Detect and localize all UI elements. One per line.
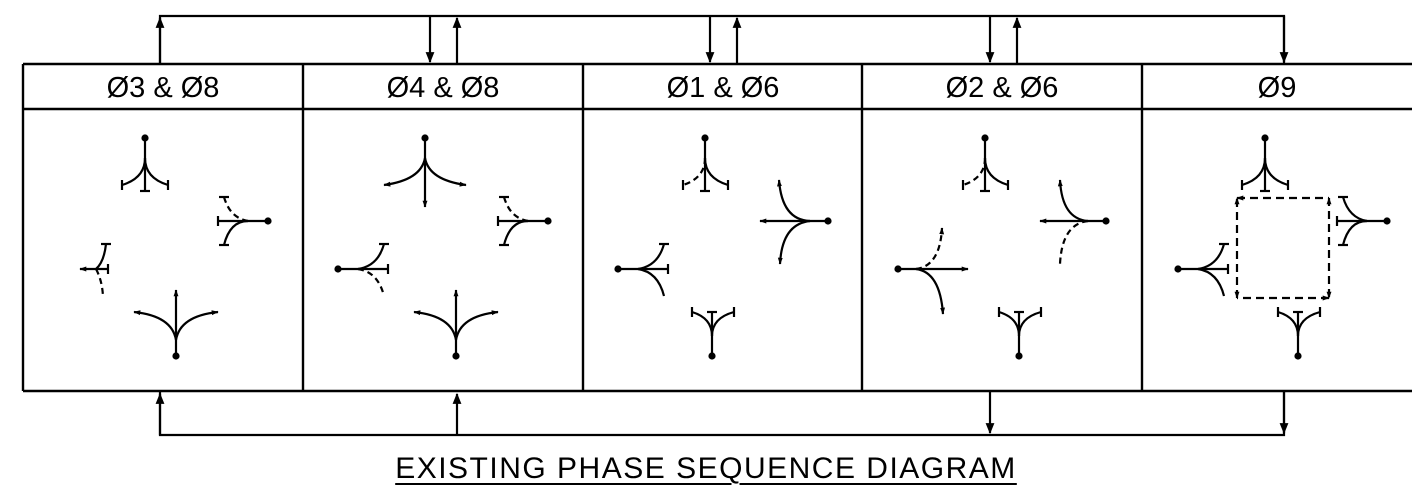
phase-1-movements — [79, 134, 272, 360]
south-approach-2 — [413, 289, 499, 360]
west-approach-3 — [614, 242, 670, 297]
north-approach-3 — [681, 134, 730, 193]
clearance-loop — [1234, 195, 1332, 301]
east-approach-1 — [216, 195, 272, 247]
south-approach-5 — [1276, 307, 1322, 360]
phase-5-movements — [1174, 134, 1391, 360]
bottom-bus-outer-line — [158, 392, 1286, 437]
south-approach-3 — [690, 307, 736, 360]
diagram-title-text: EXISTING PHASE SEQUENCE DIAGRAM — [395, 452, 1017, 485]
west-approach-1 — [79, 242, 111, 297]
north-approach-5 — [1240, 134, 1290, 193]
north-approach-1 — [120, 134, 170, 193]
phase-header-1: Ø3 & Ø8 — [107, 72, 220, 104]
diagram-title: EXISTING PHASE SEQUENCE DIAGRAM — [0, 452, 1412, 486]
south-approach-1 — [133, 289, 219, 360]
north-approach-2 — [383, 134, 467, 208]
phase-3-movements — [614, 134, 832, 360]
top-sequence-bus — [155, 14, 1289, 64]
west-approach-2 — [334, 242, 390, 297]
east-approach-3 — [759, 179, 832, 265]
phase-2-movements — [334, 134, 552, 360]
east-approach-5 — [1335, 195, 1391, 247]
west-approach-4 — [894, 227, 969, 315]
phase-table — [21, 62, 1412, 393]
south-approach-4 — [997, 307, 1043, 360]
west-approach-5 — [1174, 242, 1230, 297]
top-bus-outer-line — [158, 14, 1286, 63]
east-approach-4 — [1039, 179, 1110, 265]
bottom-sequence-bus — [155, 392, 1289, 437]
phase-header-4: Ø2 & Ø6 — [946, 72, 1059, 104]
phase-header-2: Ø4 & Ø8 — [387, 72, 500, 104]
east-approach-2 — [496, 195, 552, 247]
phase-header-3: Ø1 & Ø6 — [667, 72, 780, 104]
phase-4-movements — [894, 134, 1110, 360]
north-approach-4 — [961, 134, 1010, 193]
phase-header-5: Ø9 — [1258, 72, 1297, 104]
